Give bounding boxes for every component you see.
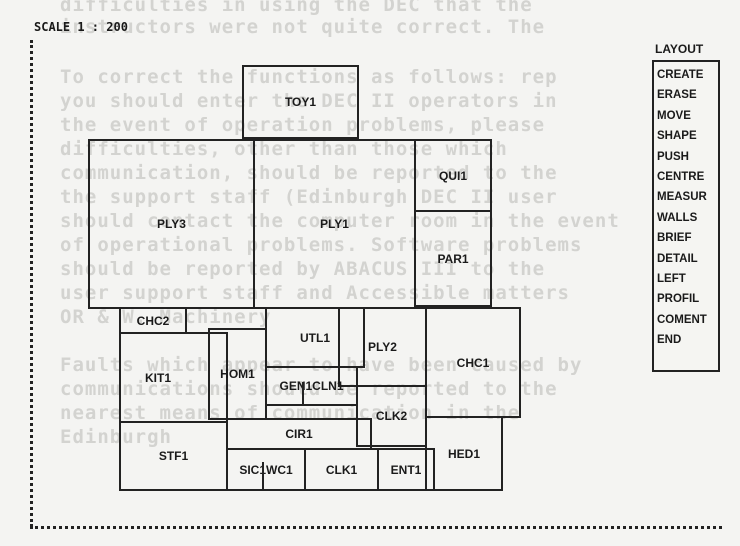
room-chc1[interactable]: CHC1 [425,307,521,418]
menu-item-profil[interactable]: PROFIL [657,293,700,306]
room-toy1[interactable]: TOY1 [242,65,359,139]
menu-item-shape[interactable]: SHAPE [657,130,697,143]
room-qui1[interactable]: QUI1 [414,139,492,212]
layout-menu: CREATE ERASE MOVE SHAPE PUSH CENTRE MEAS… [652,60,720,372]
menu-item-erase[interactable]: ERASE [657,89,697,102]
room-ent1[interactable]: ENT1 [377,448,435,491]
room-label: PLY1 [320,217,349,231]
room-label-cln1: CLN1 [312,379,344,393]
room-label: PAR1 [437,251,469,266]
room-label: QUI1 [438,168,467,183]
menu-item-measur[interactable]: MEASUR [657,191,707,204]
room-ply1[interactable]: PLY1 [253,139,416,309]
room-label: CIR1 [285,427,313,441]
menu-item-brief[interactable]: BRIEF [657,232,692,245]
room-hed1[interactable]: HED1 [425,416,503,491]
room-label: PLY3 [157,217,186,231]
room-label: STF1 [158,449,189,463]
room-label: CLK2 [375,409,408,423]
room-label: HOM1 [220,367,255,381]
drawing-border-left [30,40,33,527]
menu-item-create[interactable]: CREATE [657,69,704,81]
menu-item-end[interactable]: END [657,334,682,347]
room-label: PLY2 [368,340,397,354]
drawing-border-bottom [30,526,722,529]
wall-divider [302,382,304,406]
room-hom1[interactable]: HOM1 [208,328,267,420]
room-label: CHC2 [136,313,170,328]
room-label: ENT1 [390,462,422,477]
room-chc2[interactable]: CHC2 [119,307,187,334]
room-label: UTL1 [300,330,330,345]
room-par1[interactable]: PAR1 [414,210,492,307]
room-label: TOY1 [284,95,317,109]
room-stf1[interactable]: STF1 [119,421,228,491]
menu-item-centre[interactable]: CENTRE [657,170,705,183]
menu-item-move[interactable]: MOVE [657,109,691,122]
room-label-wc1: WC1 [266,462,293,477]
room-label-gen1: GEN1 [279,379,313,393]
layout-menu-title: LAYOUT [655,42,704,56]
room-label: KIT1 [145,370,172,385]
room-label: HED1 [447,446,480,461]
scale-label: SCALE 1 : 200 [34,20,128,34]
menu-item-push[interactable]: PUSH [657,150,689,163]
room-ply3[interactable]: PLY3 [88,139,255,309]
menu-item-left[interactable]: LEFT [657,272,686,285]
wall-divider [262,462,264,491]
room-clk1[interactable]: CLK1 [304,448,379,491]
menu-item-coment[interactable]: COMENT [657,313,707,326]
menu-item-detail[interactable]: DETAIL [657,252,698,265]
room-cir1[interactable]: CIR1 [226,418,372,450]
room-label-sic1: SIC1 [239,462,266,477]
menu-item-walls[interactable]: WALLS [657,211,698,224]
room-label: CLK1 [325,462,358,477]
room-label: CHC1 [456,355,490,370]
